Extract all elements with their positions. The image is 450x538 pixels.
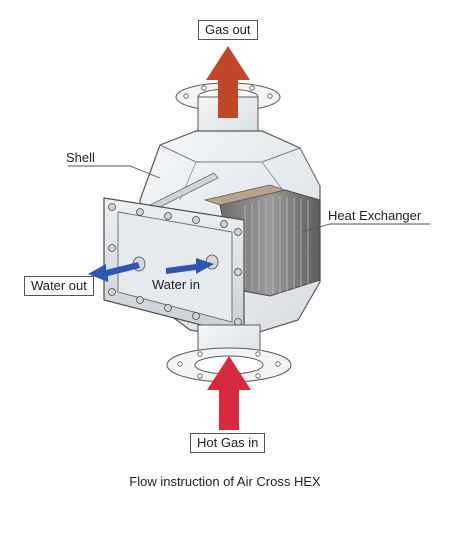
hot-gas-in-label: Hot Gas in (190, 433, 266, 453)
hot-gas-in-arrow (207, 356, 251, 430)
water-in-arrow (166, 258, 214, 274)
shell-label: Shell (66, 150, 95, 165)
leader-lines (68, 165, 430, 233)
figure-caption: Flow instruction of Air Cross HEX (129, 474, 321, 489)
gas-out-arrow (206, 46, 250, 118)
water-in-label: Water in (152, 277, 200, 292)
gas-out-label: Gas out (198, 20, 258, 40)
water-out-arrow (88, 262, 140, 282)
water-out-label: Water out (24, 276, 94, 296)
heat-exchanger-label: Heat Exchanger (328, 208, 422, 223)
heat-exchanger-core (203, 184, 321, 297)
